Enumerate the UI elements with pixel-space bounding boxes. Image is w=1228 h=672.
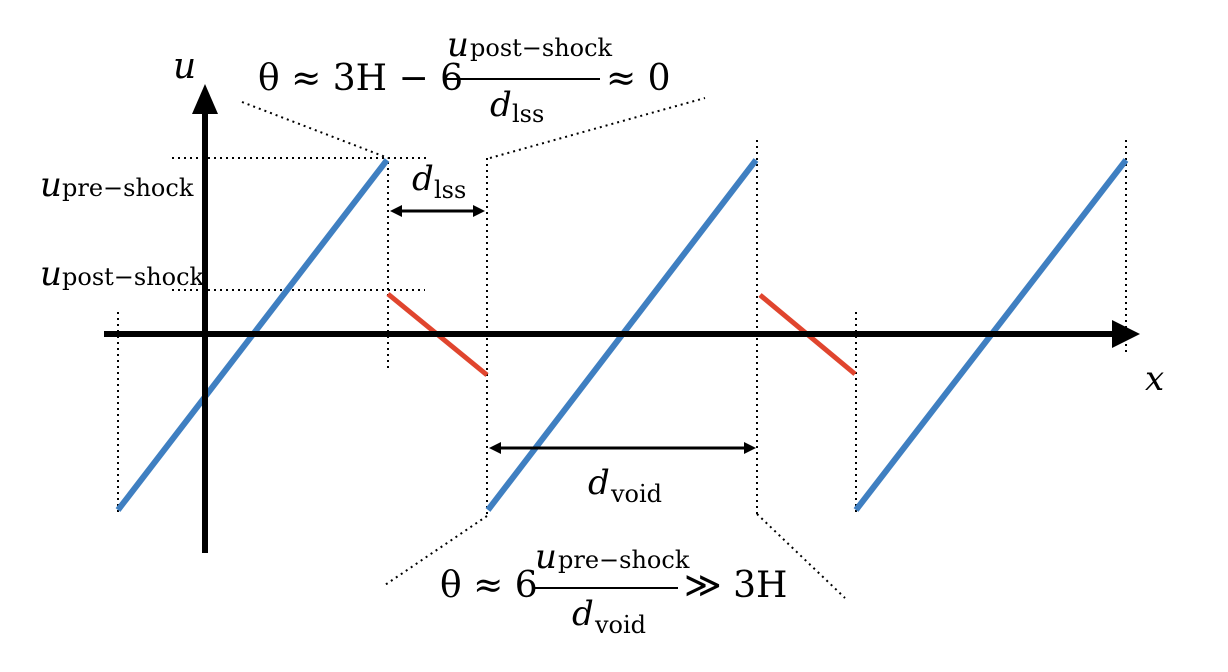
top-equation-denominator-subscript: lss xyxy=(512,100,544,128)
svg-text:d void: d void xyxy=(588,463,662,508)
dimension-arrows xyxy=(390,205,756,454)
axes xyxy=(104,84,1140,553)
top-equation-numerator-symbol: u xyxy=(447,25,469,65)
bottom-equation-rhs: ≫ 3H xyxy=(684,565,787,606)
svg-text:u pre−shock: u pre−shock xyxy=(40,165,194,205)
bottom-equation-denominator-symbol: d xyxy=(572,594,594,634)
svg-text:d lss: d lss xyxy=(490,85,544,128)
lss-arrow-right-head xyxy=(473,205,485,217)
top-callout-right xyxy=(489,97,706,159)
post-shock-label: u post−shock xyxy=(40,254,205,294)
bottom-callout-right xyxy=(756,513,846,599)
lss-subscript: lss xyxy=(434,176,466,204)
post-shock-symbol: u xyxy=(40,254,62,294)
bottom-callout-left xyxy=(384,515,488,586)
top-equation-denominator-symbol: d xyxy=(490,85,512,125)
void-arrow-left-head xyxy=(489,442,501,454)
void-arrow-right-head xyxy=(744,442,756,454)
svg-text:u pre−shock: u pre−shock xyxy=(535,537,690,577)
top-equation-numerator-subscript: post−shock xyxy=(470,34,613,62)
bottom-equation-denominator-subscript: void xyxy=(594,611,646,639)
lss-distance-label: d lss xyxy=(412,159,466,204)
lss-arrow-left-head xyxy=(390,205,402,217)
bottom-equation-lhs: θ ≈ 6 xyxy=(440,565,538,606)
void-distance-label: d void xyxy=(588,463,662,508)
post-shock-subscript: post−shock xyxy=(62,263,205,291)
lss-symbol: d xyxy=(412,159,434,199)
void-symbol: d xyxy=(588,463,610,503)
bottom-equation-numerator-symbol: u xyxy=(535,537,557,577)
svg-text:d lss: d lss xyxy=(412,159,466,204)
svg-text:u post−shock: u post−shock xyxy=(447,25,613,65)
top-equation: θ ≈ 3H − 6 u post−shock d lss ≈ 0 xyxy=(258,25,671,128)
svg-text:d void: d void xyxy=(572,594,646,639)
svg-text:u post−shock: u post−shock xyxy=(40,254,205,294)
bottom-equation: θ ≈ 6 u pre−shock d void ≫ 3H xyxy=(440,537,787,639)
pre-shock-subscript: pre−shock xyxy=(62,174,194,202)
y-axis-arrowhead xyxy=(192,84,218,114)
top-equation-rhs: ≈ 0 xyxy=(606,58,671,99)
x-axis-arrowhead xyxy=(1112,320,1140,348)
guide-lines xyxy=(117,97,1127,599)
void-subscript: void xyxy=(610,480,662,508)
pre-shock-label: u pre−shock xyxy=(40,165,194,205)
y-axis-label: u xyxy=(173,46,196,87)
top-equation-lhs: θ ≈ 3H − 6 xyxy=(258,58,463,99)
top-callout-left xyxy=(241,101,389,159)
bottom-equation-numerator-subscript: pre−shock xyxy=(558,546,690,574)
x-axis-label: x xyxy=(1145,359,1164,399)
pre-shock-symbol: u xyxy=(40,165,62,205)
